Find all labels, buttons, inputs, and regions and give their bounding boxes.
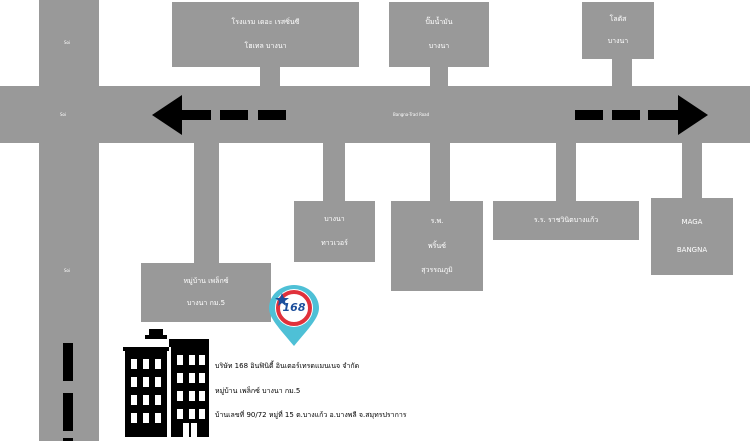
lane-dash-1 [63,343,73,381]
village-line1: หมู่บ้าน เพล็กซ์ [183,276,229,285]
school-connector [556,143,576,203]
gas-station-connector [430,66,448,88]
main-road-label: Bangna-Trad Road [393,112,430,117]
school-line1: ร.ร. ราชวินิตบางแก้ว [533,216,599,224]
mega-bangna-landmark: MAGA BANGNA [651,198,733,275]
bangna-tower-line1: บางนา [324,215,345,224]
logo-text: 168 [282,301,306,314]
gas-station-landmark: ปั๊มน้ำมัน บางนา [389,2,489,67]
lotus-connector [612,58,632,88]
gas-station-line2: บางนา [428,42,450,51]
bangna-tower-connector [323,143,345,203]
company-address: บ้านเลขที่ 90/72 หมู่ที่ 15 ต.บางแก้ว อ.… [215,411,407,419]
mega-line1: MAGA [681,217,703,226]
mega-connector [682,143,702,200]
hospital-landmark: ร.พ. พริ้นซ์ สุวรรณภูมิ [391,201,483,291]
hotel-connector [260,66,280,88]
hospital-line1: ร.พ. [430,216,444,225]
lotus-landmark: โลตัส บางนา [582,2,654,59]
village-landmark: หมู่บ้าน เพล็กซ์ บางนา กม.5 [141,263,271,322]
company-name: บริษัท 168 อินฟินิตี้ อินเตอร์เทรดแมนเนจ… [215,362,360,370]
mega-line2: BANGNA [676,246,708,255]
right-dash-2 [612,110,640,120]
arrow-right-icon [678,95,708,135]
lotus-line1: โลตัส [609,15,627,23]
bangna-tower-line2: ทาวเวอร์ [321,238,348,247]
road-label-mid: Soi [64,268,71,273]
left-dash-3 [258,110,286,120]
lane-dash-2 [63,393,73,431]
company-village: หมู่บ้าน เพล็กซ์ บางนา กม.5 [215,387,301,395]
hospital-connector [430,143,450,203]
arrow-left-icon [152,95,182,135]
left-arrow-dash [175,110,211,120]
village-line2: บางนา กม.5 [186,299,226,308]
location-pin-icon [269,285,319,346]
road-label-top: Soi [64,40,71,45]
hospital-line2: พริ้นซ์ [428,241,446,250]
building-icon [123,329,209,437]
left-dash-2 [220,110,248,120]
hotel-landmark: โรงแรม เดอะ เรสซิ่นซี โฮเทล บางนา [172,2,359,67]
lotus-line2: บางนา [607,37,629,45]
right-dash-1 [575,110,603,120]
road-label-left: Soi [60,112,67,117]
village-connector [194,143,219,265]
gas-station-line1: ปั๊มน้ำมัน [425,17,453,26]
hotel-name-line2: โฮเทล บางนา [244,42,287,51]
right-arrow-dash [648,110,682,120]
bangna-tower-landmark: บางนา ทาวเวอร์ [294,201,375,262]
hotel-name-line1: โรงแรม เดอะ เรสซิ่นซี [231,17,300,26]
hospital-line3: สุวรรณภูมิ [421,266,453,275]
lane-dash-3 [63,438,73,441]
school-landmark: ร.ร. ราชวินิตบางแก้ว [493,201,639,240]
